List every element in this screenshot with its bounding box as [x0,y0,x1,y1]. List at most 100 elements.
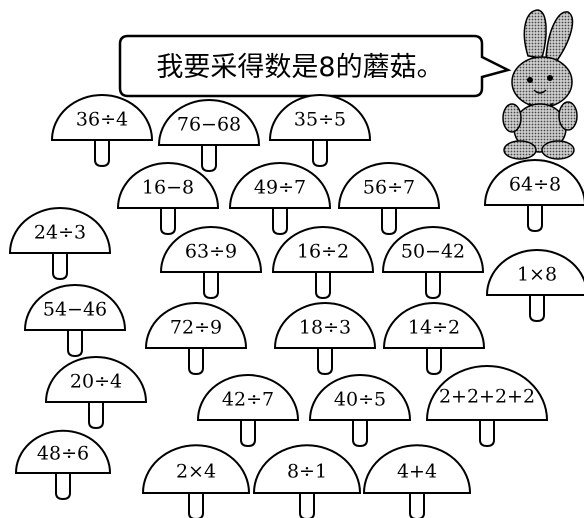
mushroom-cap [483,159,584,206]
mushroom-stem [299,493,315,518]
mushroom-8-div-1[interactable]: 8÷1 [252,444,362,518]
mushroom-42-div-7[interactable]: 42÷7 [196,374,300,448]
mushroom-20-div-4[interactable]: 20÷4 [44,356,148,430]
mushroom-stem [52,253,68,281]
mushroom-40-div-5[interactable]: 40÷5 [308,374,412,448]
mushroom-cap [44,356,148,403]
mushroom-label: 4+4 [397,461,437,483]
mushroom-1-times-8[interactable]: 1×8 [485,249,584,323]
speech-bubble: 我要采得数是8的蘑菇。 [118,34,512,98]
mushroom-14-div-2[interactable]: 14÷2 [382,302,486,376]
mushroom-label: 8÷1 [287,461,327,483]
mushroom-label: 24÷3 [34,222,86,244]
mushroom-stem [272,208,288,236]
mushroom-stem [317,348,333,376]
mushroom-stem [188,348,204,376]
mushroom-stem [315,272,331,300]
mushroom-cap [157,99,261,146]
mushroom-label: 1×8 [517,264,557,286]
mushroom-stem [426,348,442,376]
mushroom-label: 16−8 [142,177,194,199]
mushroom-stem [203,272,219,300]
mushroom-cap [228,162,332,209]
mushroom-cap [141,444,251,494]
mushroom-cap [144,302,248,349]
mushroom-54-minus-46[interactable]: 54−46 [23,284,127,358]
mushroom-stem [94,140,110,168]
mushroom-24-div-3[interactable]: 24÷3 [8,207,112,281]
mushroom-76-minus-68[interactable]: 76−68 [157,99,261,173]
mushroom-63-div-9[interactable]: 63÷9 [159,226,263,300]
mushroom-stem [67,330,83,358]
speech-bubble-outline [118,34,512,98]
mushroom-label: 2+2+2+2 [439,386,535,408]
mushroom-field: 36÷4 76−68 35÷5 16−8 49÷7 56÷7 64÷8 24÷3 63÷9 16÷… [8,94,584,518]
mushroom-cap [273,302,377,349]
mushroom-label: 72÷9 [170,317,222,339]
mushroom-cap [196,374,300,421]
mushroom-cap [425,365,549,421]
mushroom-stem [409,493,425,518]
mushroom-stem [529,295,545,323]
speech-text: 我要采得数是8的蘑菇。 [156,52,443,83]
mushroom-cap [159,226,263,273]
mushroom-label: 36÷4 [76,109,128,131]
mushroom-2-2-2-2[interactable]: 2+2+2+2 [425,365,549,448]
mushroom-2-times-4[interactable]: 2×4 [141,444,251,518]
mushroom-cap [308,374,412,421]
mushroom-cap [271,226,375,273]
mushroom-stem [527,205,543,233]
mushroom-label: 42÷7 [222,389,274,411]
mushroom-stem [479,420,495,448]
mushroom-cap [8,207,112,254]
mushroom-label: 49÷7 [254,177,306,199]
mushroom-56-div-7[interactable]: 56÷7 [337,162,441,236]
mushroom-50-minus-42[interactable]: 50−42 [381,226,485,300]
mushroom-label: 40÷5 [334,389,386,411]
mushroom-stem [160,208,176,236]
mushroom-cap [252,444,362,494]
mushroom-label: 18÷3 [299,317,351,339]
mushroom-label: 48÷6 [37,442,89,464]
mushroom-cap [382,302,486,349]
mushroom-label: 64÷8 [509,174,561,196]
mushroom-label: 2×4 [176,461,216,483]
mushroom-cap [268,94,372,141]
mushroom-stem [188,493,204,518]
mushroom-49-div-7[interactable]: 49÷7 [228,162,332,236]
mushroom-stem [88,402,104,430]
mushroom-stem [312,140,328,168]
mushroom-64-div-8[interactable]: 64÷8 [483,159,584,233]
mushroom-label: 76−68 [177,114,241,136]
mushroom-label: 56÷7 [363,177,415,199]
mushroom-4-plus-4[interactable]: 4+4 [362,444,472,518]
mushroom-cap [337,162,441,209]
mushroom-cap [50,94,154,141]
mushroom-16-minus-8[interactable]: 16−8 [116,162,220,236]
rabbit-icon [502,9,578,160]
mushroom-cap [362,444,472,494]
mushroom-18-div-3[interactable]: 18÷3 [273,302,377,376]
mushroom-16-div-2[interactable]: 16÷2 [271,226,375,300]
mushroom-stem [201,145,217,173]
mushroom-36-div-4[interactable]: 36÷4 [50,94,154,168]
mushroom-cap [381,226,485,273]
mushroom-cap [23,284,127,331]
mushroom-cap [14,429,112,474]
mushroom-stem [240,420,256,448]
mushroom-35-div-5[interactable]: 35÷5 [268,94,372,168]
mushroom-48-div-6[interactable]: 48÷6 [14,429,112,501]
mushroom-label: 16÷2 [297,241,349,263]
mushroom-cap [116,162,220,209]
mushroom-label: 63÷9 [185,241,237,263]
mushroom-label: 50−42 [401,241,465,263]
mushroom-label: 54−46 [43,299,107,321]
mushroom-stem [55,473,71,501]
mushroom-label: 35÷5 [294,109,346,131]
mushroom-label: 14÷2 [408,317,460,339]
mushroom-72-div-9[interactable]: 72÷9 [144,302,248,376]
mushroom-stem [381,208,397,236]
mushroom-stem [425,272,441,300]
mushroom-label: 20÷4 [70,371,122,393]
